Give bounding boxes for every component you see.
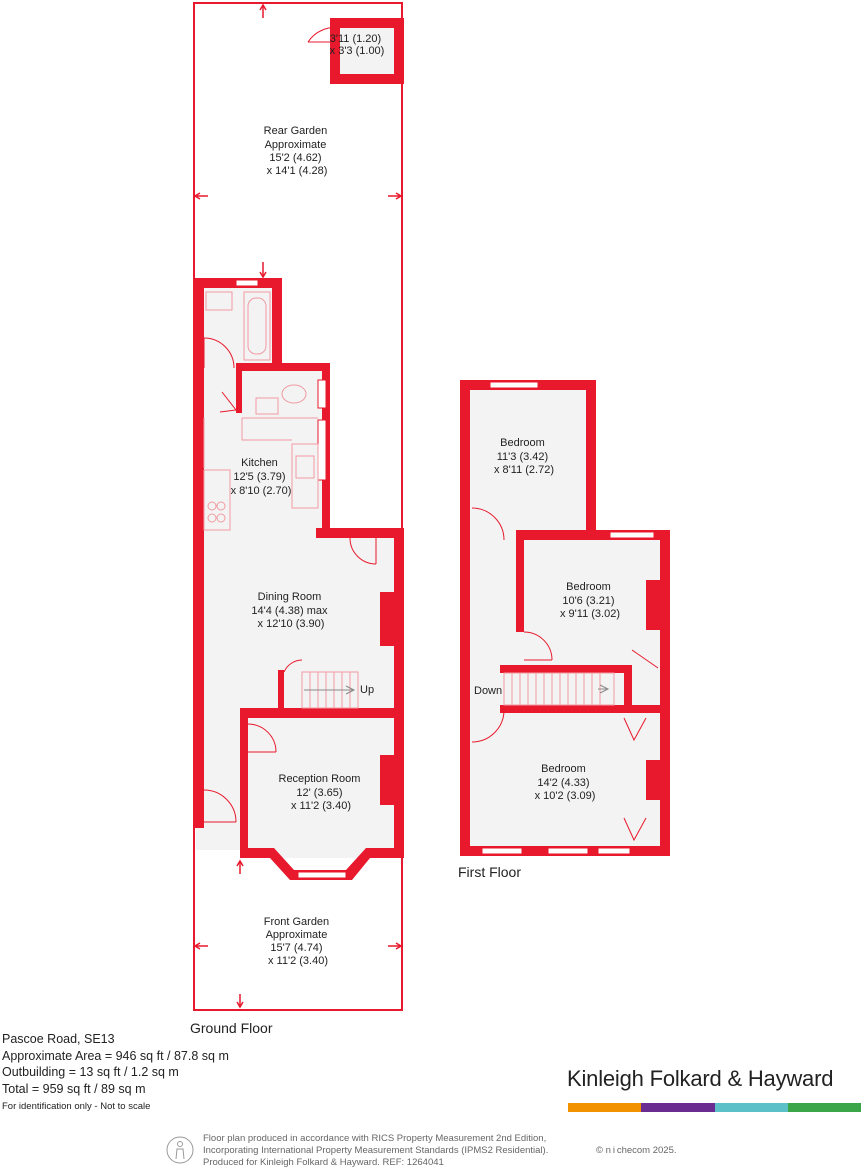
reception-room-label: Reception Room 12' (3.65) x 11'2 (3.40)	[279, 773, 364, 812]
measurement-standard-icon	[166, 1136, 194, 1164]
footer-line: Incorporating International Property Mea…	[203, 1145, 549, 1156]
brand-color-bar	[568, 1103, 861, 1112]
ground-floor-doors	[203, 337, 377, 823]
approximate-area: Approximate Area = 946 sq ft / 87.8 sq m	[2, 1048, 229, 1063]
brand-bar-segment	[568, 1103, 642, 1112]
first-floor-doors	[471, 507, 659, 842]
brand-name: Kinleigh Folkard & Hayward	[567, 1066, 834, 1091]
brand-bar-segment	[641, 1103, 715, 1112]
dining-room-label: Dining Room 14'4 (4.38) max x 12'10 (3.9…	[251, 591, 330, 630]
stairs-up-label: Up	[360, 684, 374, 696]
front-garden-label: Front Garden Approximate 15'7 (4.74) x 1…	[264, 916, 332, 967]
outbuilding	[307, 18, 404, 84]
address: Pascoe Road, SE13	[2, 1032, 115, 1046]
total-area: Total = 959 sq ft / 89 sq m	[2, 1081, 146, 1096]
kitchen-label: Kitchen 12'5 (3.79) x 8'10 (2.70)	[231, 457, 292, 497]
outbuilding-area: Outbuilding = 13 sq ft / 1.2 sq m	[2, 1065, 179, 1079]
footer-line: Floor plan produced in accordance with R…	[203, 1133, 547, 1144]
brand-bar-segment	[787, 1103, 861, 1112]
first-floor-title: First Floor	[458, 864, 521, 880]
disclaimer: For identification only - Not to scale	[2, 1101, 151, 1112]
footer-credit: © n i checom 2025.	[596, 1145, 677, 1156]
bedroom-1-label: Bedroom 11'3 (3.42) x 8'11 (2.72)	[494, 437, 554, 476]
brand-bar-segment	[714, 1103, 788, 1112]
rear-garden-label: Rear Garden Approximate 15'2 (4.62) x 14…	[264, 125, 331, 177]
outbuilding-label: 3'11 (1.20) x 3'3 (1.00)	[330, 33, 385, 57]
ground-floor-windows	[235, 279, 347, 879]
bedroom-2-label: Bedroom 10'6 (3.21) x 9'11 (3.02)	[560, 581, 620, 620]
first-floor-windows	[481, 381, 655, 855]
stairs-down-label: Down	[474, 685, 502, 697]
footer-line: Produced for Kinleigh Folkard & Hayward.…	[203, 1157, 444, 1168]
footer-notes: Floor plan produced in accordance with R…	[203, 1133, 548, 1169]
dimension-markers	[193, 3, 403, 1009]
first-floor-fixtures	[503, 672, 615, 706]
ground-floor-title: Ground Floor	[190, 1020, 273, 1036]
ground-floor-fixtures	[203, 291, 359, 709]
bedroom-3-label: Bedroom 14'2 (4.33) x 10'2 (3.09)	[535, 763, 596, 802]
property-info: Pascoe Road, SE13 Approximate Area = 946…	[2, 1031, 229, 1117]
